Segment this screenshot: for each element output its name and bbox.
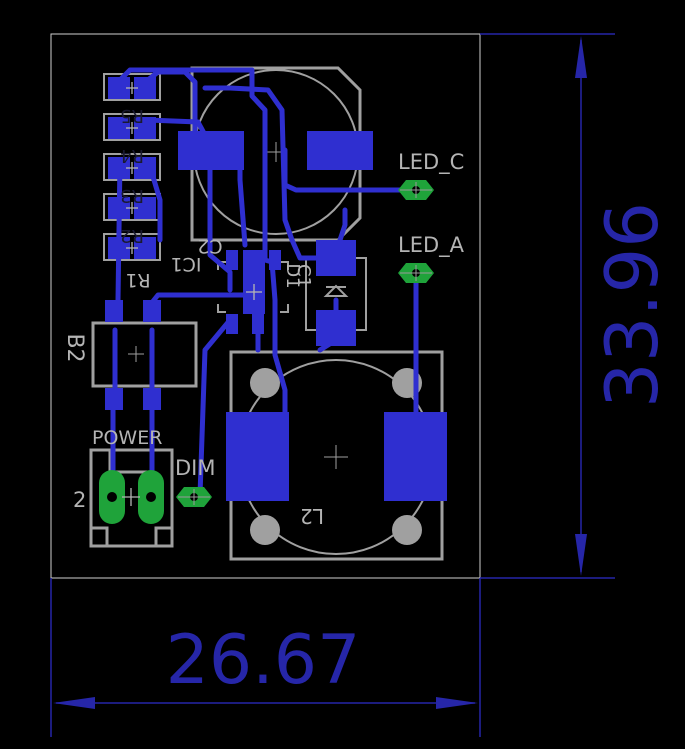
width-label: 26.67 bbox=[166, 621, 361, 700]
net-label-power: POWER bbox=[92, 427, 162, 449]
l2-corner-tl bbox=[250, 368, 280, 398]
arrow-left-icon bbox=[53, 697, 95, 709]
b2-outline bbox=[91, 321, 198, 388]
b2-pad-2 bbox=[143, 300, 161, 322]
b2-pad-1 bbox=[105, 300, 123, 322]
c2-outline bbox=[190, 66, 362, 242]
ic1-pad-large bbox=[243, 250, 265, 314]
l2-corner-bl bbox=[250, 515, 280, 545]
part-label-c1: C1 bbox=[293, 264, 314, 288]
part-label-r1: R1 bbox=[125, 269, 150, 291]
b2-pad-3 bbox=[105, 388, 123, 410]
part-label-c2: C2 bbox=[197, 235, 222, 257]
l2-pad-1 bbox=[226, 412, 289, 501]
d1-pad-2 bbox=[316, 310, 356, 346]
power-connector-outline bbox=[89, 448, 174, 548]
part-label-ic1: IC1 bbox=[171, 253, 202, 275]
part-label-d1: D1 bbox=[282, 263, 303, 288]
via-led-a bbox=[398, 263, 434, 283]
arrow-right-icon bbox=[436, 697, 478, 709]
part-label-b2: B2 bbox=[62, 333, 87, 362]
l2-pad-2 bbox=[384, 412, 447, 501]
arrow-down-icon bbox=[575, 534, 587, 576]
pin-label-2: 2 bbox=[73, 488, 86, 512]
part-label-r4: R4 bbox=[120, 145, 144, 166]
part-label-r5: R5 bbox=[120, 105, 144, 126]
net-label-led-c: LED_C bbox=[398, 150, 464, 175]
c2-pad-2 bbox=[307, 131, 373, 170]
part-label-r3: R3 bbox=[120, 185, 144, 206]
part-label-l2: L2 bbox=[300, 504, 324, 528]
ic1-pad-d bbox=[252, 314, 264, 334]
height-dimension: 33.96 bbox=[480, 33, 674, 579]
height-label: 33.96 bbox=[590, 202, 674, 408]
b2-pad-4 bbox=[143, 388, 161, 410]
width-dimension: 26.67 bbox=[50, 578, 481, 737]
copper-pads bbox=[105, 77, 447, 501]
ic1-pad-c bbox=[226, 314, 238, 334]
l2-corner-br bbox=[392, 515, 422, 545]
board-outline bbox=[50, 33, 481, 579]
net-label-led-a: LED_A bbox=[398, 233, 465, 258]
power-connector-pins bbox=[99, 470, 164, 524]
via-led-c bbox=[398, 180, 434, 200]
d1-pad-1 bbox=[316, 240, 356, 276]
arrow-up-icon bbox=[575, 36, 587, 78]
part-label-r2: R2 bbox=[120, 225, 144, 246]
via-dim bbox=[176, 487, 212, 507]
net-label-dim: DIM bbox=[175, 456, 215, 480]
c2-pad-1 bbox=[178, 131, 244, 170]
copper-traces bbox=[110, 67, 419, 498]
ic1-pad-a bbox=[226, 250, 238, 270]
ic1-pad-b bbox=[269, 250, 281, 270]
